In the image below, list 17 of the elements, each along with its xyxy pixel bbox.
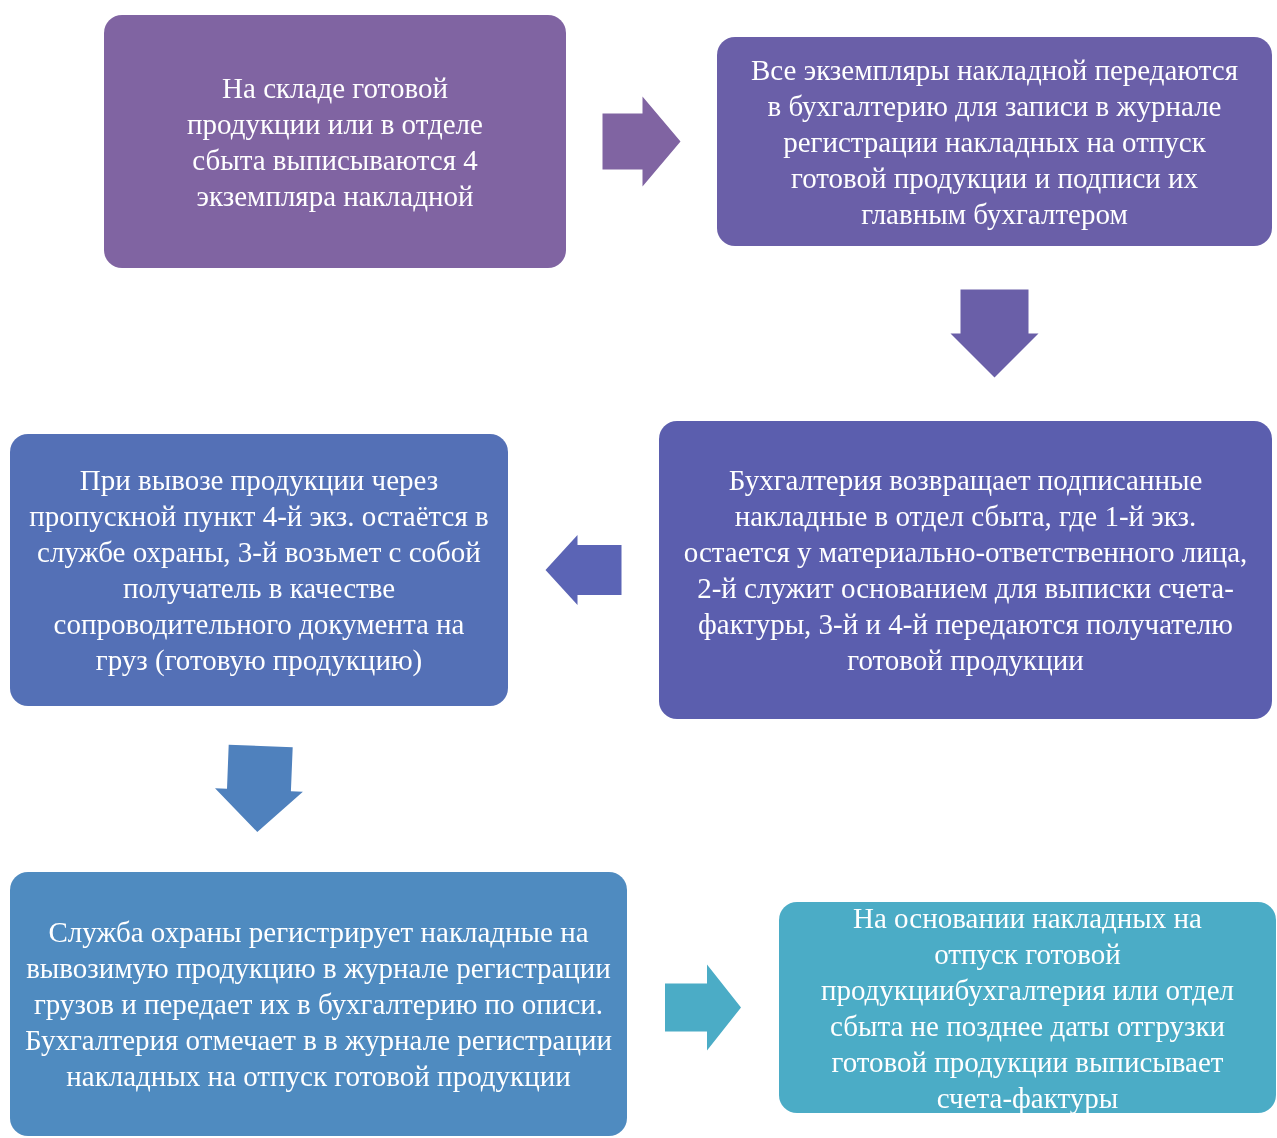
block-arrow [602,96,681,187]
step-text: Все экземпляры накладной передаются в бухгалтерию для записи в журнале регистрации накладных на отпуск готовой продукции и подписи их главным бухгалтером [750,52,1239,232]
block-arrow [545,535,622,605]
step-text: Бухгалтерия возвращает подписанные накладные в отдел сбыта, где 1-й экз. остается у материально-ответственного лица, 2-й служит основанием для выписки счета-фактуры, 3-й и 4-й передаются получателю готовой продукции [682,463,1249,678]
process-box [659,421,1272,719]
step-text: На основании накладных на отпуск готовой продукциибухгалтерия или отдел сбыта не позднее даты отгрузки готовой продукции выписывает счета-фактуры [819,900,1236,1116]
process-box [779,902,1276,1113]
step-text: На складе готовой продукции или в отделе сбыта выписываются 4 экземпляра накладной [186,70,484,214]
step-text: При вывозе продукции через пропускной пункт 4-й экз. остаётся в службе охраны, 3-й возьмет с собой получатель в качестве сопроводительного документа на груз (готовую продукцию) [28,463,490,678]
step-text: Служба охраны регистрирует накладные на вывозимую продукцию в журнале регистрации грузов и передает их в бухгалтерию по описи. Бухгалтерия отмечает в в журнале регистрации накладных на отпуск готовой продукции [24,915,613,1094]
process-box [10,434,508,706]
process-box [104,15,566,268]
block-arrow [215,744,303,832]
block-arrow [665,964,741,1051]
process-box [10,872,627,1136]
block-arrow [950,289,1039,378]
process-box [717,37,1272,246]
